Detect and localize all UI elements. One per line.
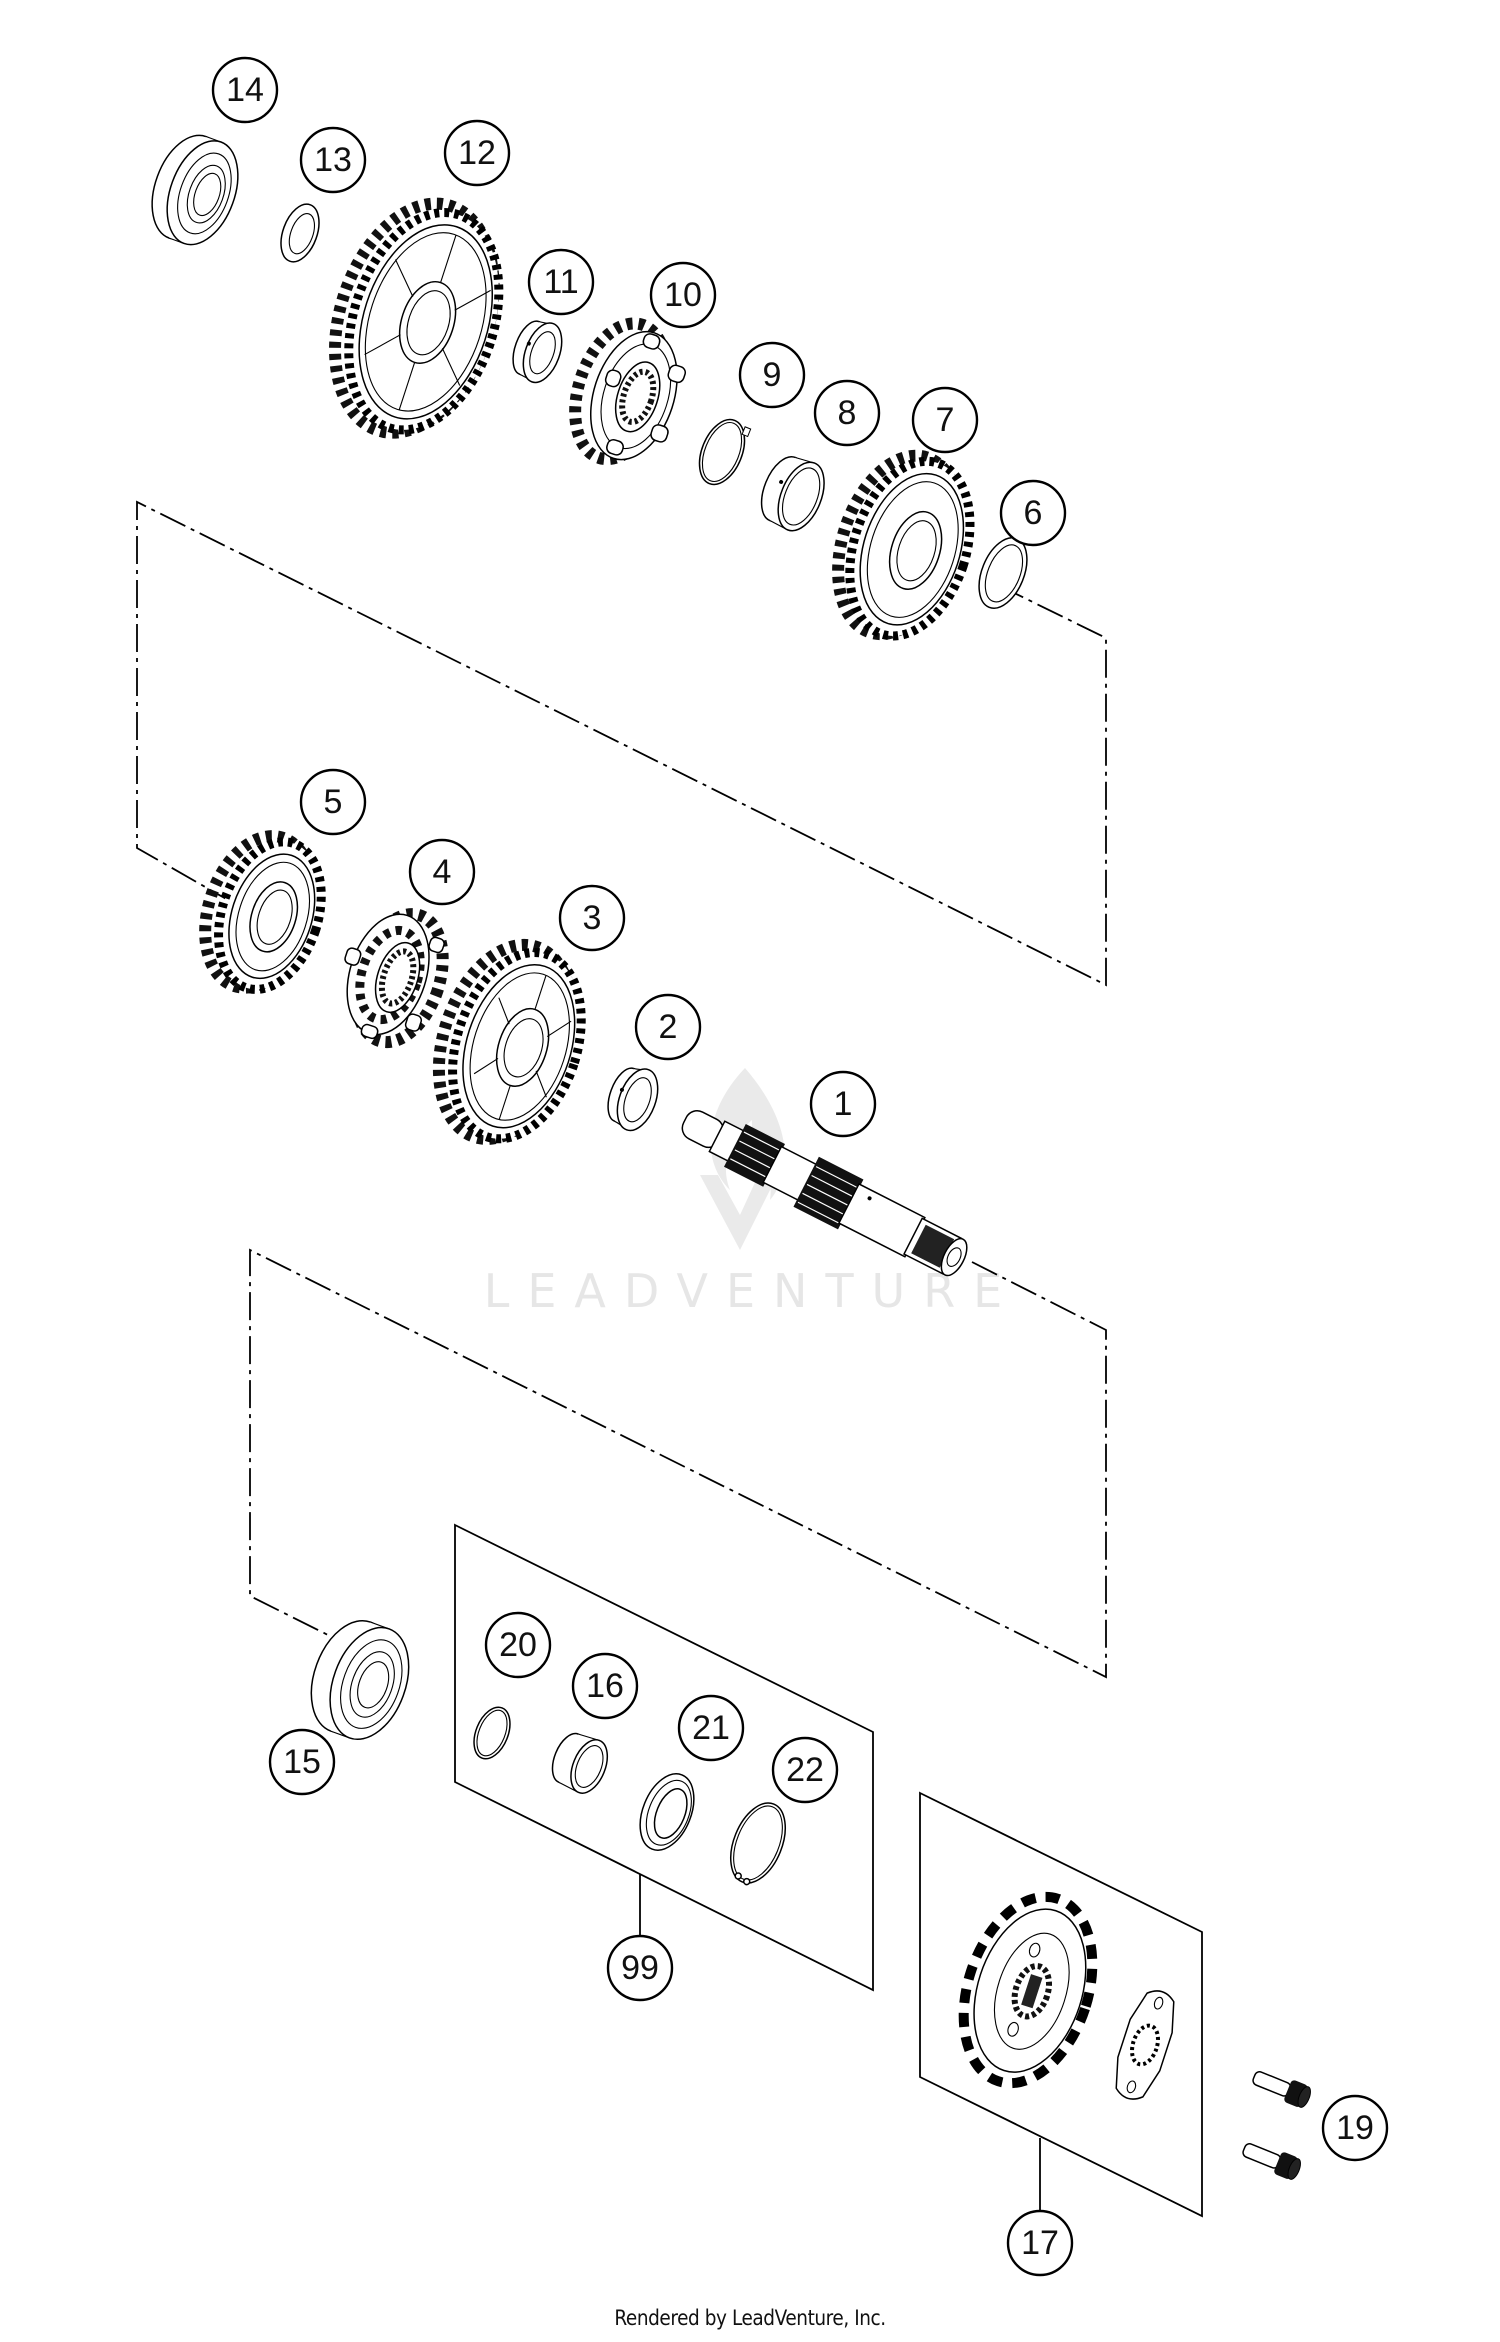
part-17-sprocket[interactable]	[941, 1880, 1114, 2100]
svg-text:21: 21	[692, 1709, 730, 1747]
svg-text:5: 5	[324, 783, 343, 821]
part-15-ball-bearing[interactable]	[297, 1610, 423, 1750]
callout-3[interactable]: 3	[558, 884, 626, 952]
callout-16[interactable]: 16	[571, 1652, 639, 1720]
callout-21[interactable]: 21	[677, 1694, 745, 1762]
svg-text:3: 3	[583, 899, 602, 937]
svg-text:20: 20	[499, 1626, 537, 1664]
svg-text:13: 13	[314, 141, 352, 179]
callout-99[interactable]: 99	[606, 1934, 674, 2002]
svg-text:22: 22	[786, 1751, 824, 1789]
part-4-sliding-gear[interactable]	[324, 897, 458, 1053]
svg-text:14: 14	[226, 71, 264, 109]
alignment-box-lower	[249, 1248, 1107, 1679]
callout-22[interactable]: 22	[771, 1736, 839, 1804]
svg-text:99: 99	[621, 1949, 659, 1987]
part-19-screw-upper[interactable]	[1250, 2066, 1314, 2110]
part-21-shaft-seal[interactable]	[630, 1766, 704, 1858]
callout-5[interactable]: 5	[299, 768, 367, 836]
svg-text:16: 16	[586, 1667, 624, 1705]
svg-text:19: 19	[1336, 2109, 1374, 2147]
part-17-lock-plate[interactable]	[1107, 1985, 1183, 2105]
callout-14[interactable]: 14	[211, 56, 279, 124]
callout-2[interactable]: 2	[634, 993, 702, 1061]
part-8-bushing[interactable]	[752, 449, 833, 537]
alignment-box-upper	[136, 500, 1107, 987]
group-box-17	[919, 1791, 1203, 2218]
part-16-bushing[interactable]	[545, 1727, 614, 1798]
part-1-countershaft[interactable]	[672, 1095, 975, 1287]
svg-text:10: 10	[664, 276, 702, 314]
svg-text:1: 1	[834, 1085, 853, 1123]
part-20-o-ring[interactable]	[467, 1702, 517, 1764]
svg-text:7: 7	[936, 401, 955, 439]
callout-15[interactable]: 15	[268, 1728, 336, 1796]
callout-1[interactable]: 1	[809, 1070, 877, 1138]
part-22-circlip[interactable]	[720, 1795, 796, 1892]
callout-7[interactable]: 7	[911, 386, 979, 454]
watermark: LEADVENTURE	[484, 1068, 1021, 1318]
svg-text:2: 2	[659, 1008, 678, 1046]
watermark-text: LEADVENTURE	[484, 1264, 1021, 1318]
callout-11[interactable]: 11	[527, 248, 595, 316]
part-10-sliding-gear[interactable]	[559, 312, 697, 476]
part-12-gear[interactable]	[307, 183, 526, 455]
part-14-ball-bearing[interactable]	[139, 126, 251, 255]
svg-text:8: 8	[838, 394, 857, 432]
callout-10[interactable]: 10	[649, 261, 717, 329]
callout-20[interactable]: 20	[484, 1611, 552, 1679]
svg-text:6: 6	[1024, 494, 1043, 532]
part-2-bushing[interactable]	[600, 1060, 665, 1136]
callout-17[interactable]: 17	[1006, 2209, 1074, 2277]
svg-text:12: 12	[458, 134, 496, 172]
callout-6[interactable]: 6	[999, 479, 1067, 547]
svg-text:15: 15	[283, 1743, 321, 1781]
svg-text:17: 17	[1021, 2224, 1059, 2262]
callout-4[interactable]: 4	[408, 838, 476, 906]
callouts: 14 13 12 11 10 9 8 7 6 5 4 3 2 1 15 20 1…	[211, 56, 1389, 2277]
part-5-gear[interactable]	[187, 822, 340, 1004]
part-3-gear[interactable]	[416, 928, 605, 1160]
part-19-screw-lower[interactable]	[1240, 2138, 1304, 2182]
svg-text:11: 11	[543, 263, 578, 301]
callout-19[interactable]: 19	[1321, 2094, 1389, 2162]
part-7-gear[interactable]	[817, 440, 992, 653]
part-13-thrust-washer[interactable]	[274, 199, 326, 267]
callout-9[interactable]: 9	[738, 341, 806, 409]
part-9-circlip[interactable]	[691, 413, 754, 491]
svg-text:4: 4	[433, 853, 452, 891]
callout-13[interactable]: 13	[299, 126, 367, 194]
callout-12[interactable]: 12	[443, 119, 511, 187]
svg-text:9: 9	[763, 356, 782, 394]
group-box-99	[454, 1523, 874, 1992]
callout-8[interactable]: 8	[813, 379, 881, 447]
footer-credit: Rendered by LeadVenture, Inc.	[614, 2306, 886, 2330]
part-11-bushing[interactable]	[506, 314, 569, 388]
